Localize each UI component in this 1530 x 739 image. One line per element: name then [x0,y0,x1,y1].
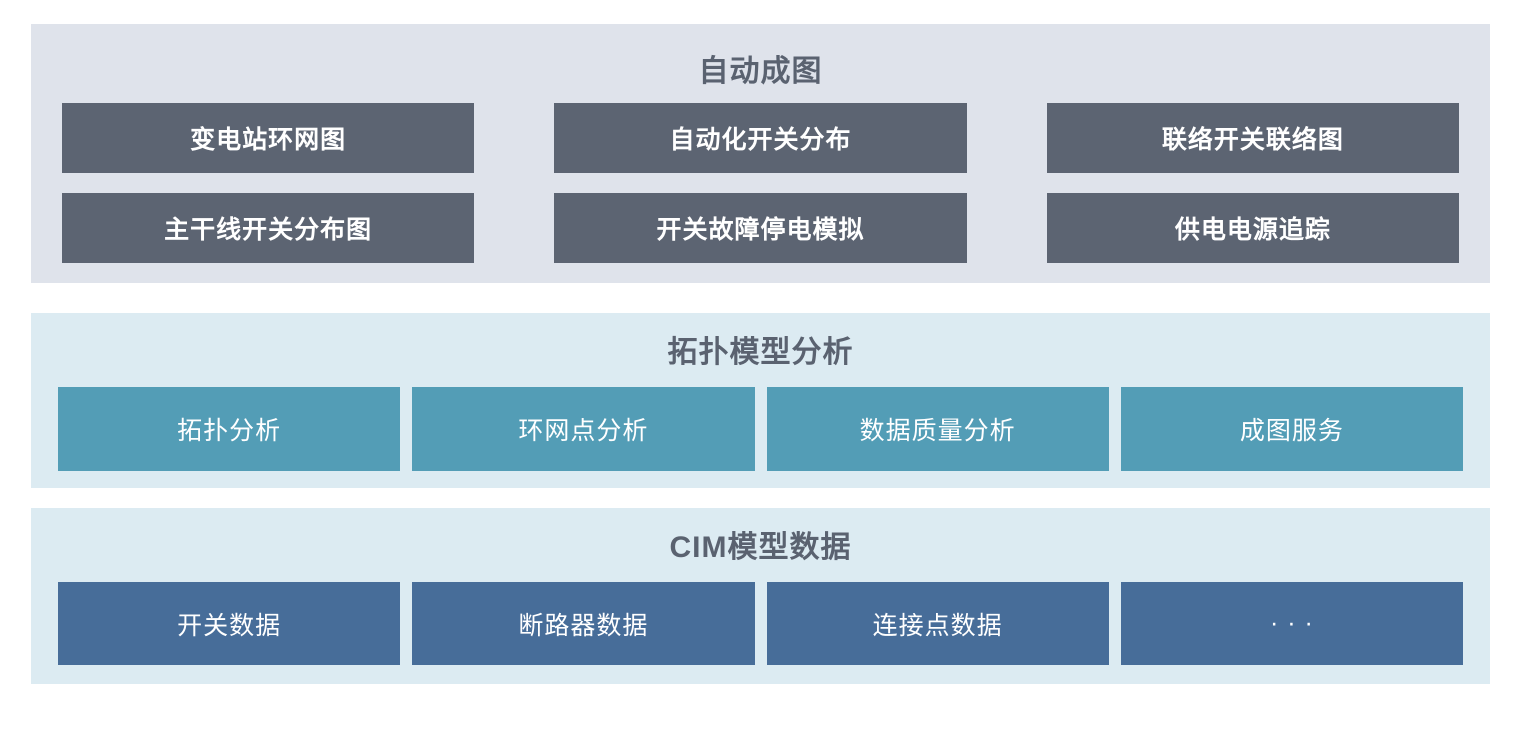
layer-auto-diagram-title: 自动成图 [698,55,823,88]
cim-data-row: 开关数据 断路器数据 连接点数据 · · · [58,582,1463,665]
auto-diagram-row-2: 主干线开关分布图 开关故障停电模拟 供电电源追踪 [62,193,1459,263]
layer-cim-model-data: CIM模型数据 开关数据 断路器数据 连接点数据 · · · [31,508,1490,684]
module-diagram-service[interactable]: 成图服务 [1120,387,1463,471]
topology-analysis-row: 拓扑分析 环网点分析 数据质量分析 成图服务 [58,387,1463,471]
layer-cim-model-data-title: CIM模型数据 [669,531,852,564]
module-power-source-tracing[interactable]: 供电电源追踪 [1046,193,1459,263]
layer-topology-analysis: 拓扑模型分析 拓扑分析 环网点分析 数据质量分析 成图服务 [31,313,1490,488]
module-tie-switch-diagram[interactable]: 联络开关联络图 [1046,103,1459,173]
layer-auto-diagram: 自动成图 变电站环网图 自动化开关分布 联络开关联络图 主干线开关分布图 开关故… [31,24,1490,283]
module-topology-analysis[interactable]: 拓扑分析 [58,387,401,471]
module-automation-switch-distribution[interactable]: 自动化开关分布 [554,103,967,173]
module-switch-data[interactable]: 开关数据 [58,582,401,665]
module-trunk-switch-distribution-diagram[interactable]: 主干线开关分布图 [62,193,475,263]
module-data-quality-analysis[interactable]: 数据质量分析 [766,387,1109,471]
module-connection-point-data[interactable]: 连接点数据 [766,582,1109,665]
module-switch-fault-outage-simulation[interactable]: 开关故障停电模拟 [554,193,967,263]
module-breaker-data[interactable]: 断路器数据 [412,582,755,665]
module-ring-node-analysis[interactable]: 环网点分析 [412,387,755,471]
auto-diagram-row-1: 变电站环网图 自动化开关分布 联络开关联络图 [62,103,1459,173]
layer-topology-analysis-title: 拓扑模型分析 [667,336,854,369]
module-substation-ring-diagram[interactable]: 变电站环网图 [62,103,475,173]
module-more-ellipsis[interactable]: · · · [1120,582,1463,665]
